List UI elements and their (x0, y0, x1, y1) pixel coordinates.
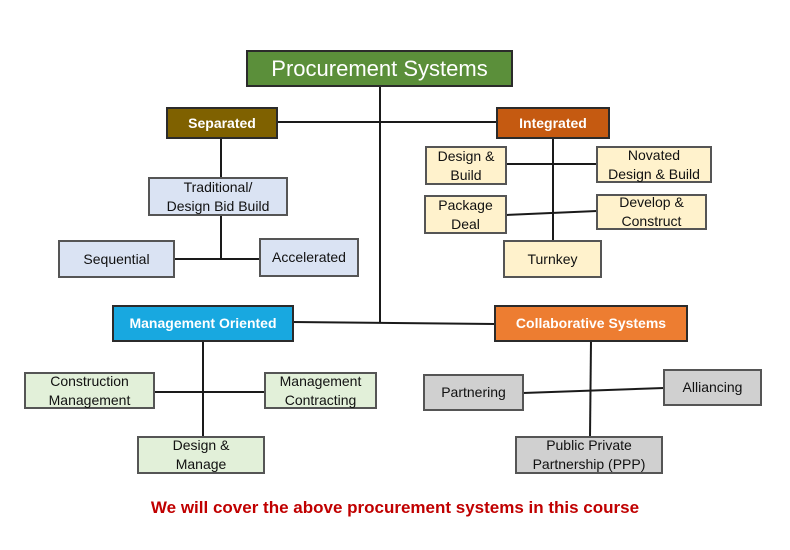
node-accelerated: Accelerated (259, 238, 359, 277)
node-package-deal: Package Deal (424, 195, 507, 234)
node-design-manage: Design & Manage (137, 436, 265, 474)
category-management-oriented: Management Oriented (112, 305, 294, 342)
node-public-private-partnership: Public Private Partnership (PPP) (515, 436, 663, 474)
node-construction-management: Construction Management (24, 372, 155, 409)
node-novated-design-build: Novated Design & Build (596, 146, 712, 183)
node-turnkey: Turnkey (503, 240, 602, 278)
node-sequential: Sequential (58, 240, 175, 278)
page-title: Procurement Systems (246, 50, 513, 87)
node-alliancing: Alliancing (663, 369, 762, 406)
category-collaborative-systems: Collaborative Systems (494, 305, 688, 342)
node-partnering: Partnering (423, 374, 524, 411)
footer-caption: We will cover the above procurement syst… (150, 498, 640, 517)
node-design-build: Design & Build (425, 146, 507, 185)
node-traditional-design-bid-build: Traditional/ Design Bid Build (148, 177, 288, 216)
category-separated: Separated (166, 107, 278, 139)
node-develop-construct: Develop & Construct (596, 194, 707, 230)
category-integrated: Integrated (496, 107, 610, 139)
node-management-contracting: Management Contracting (264, 372, 377, 409)
